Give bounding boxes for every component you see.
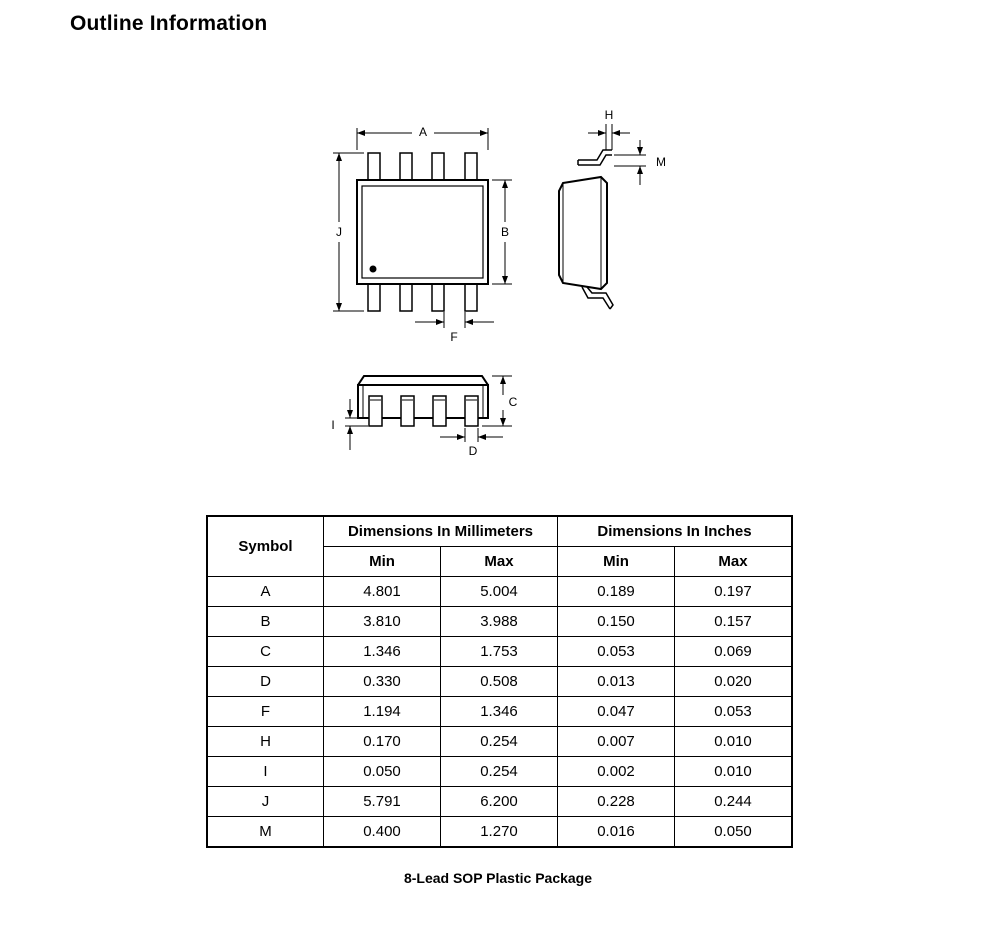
cell-mm-max: 1.753 (440, 636, 558, 667)
cell-mm-min: 3.810 (323, 606, 441, 637)
front-pin (464, 395, 479, 427)
in-max-header: Max (674, 546, 793, 577)
cell-symbol: F (206, 696, 324, 727)
front-view (345, 375, 512, 450)
cell-mm-min: 0.330 (323, 666, 441, 697)
dim-label-a: A (419, 125, 427, 139)
inches-header: Dimensions In Inches (557, 515, 793, 547)
page-title: Outline Information (70, 12, 268, 35)
top-pin (399, 152, 413, 182)
cell-in-max: 0.010 (674, 726, 793, 757)
cell-symbol: A (206, 576, 324, 607)
cell-mm-max: 5.004 (440, 576, 558, 607)
package-caption: 8-Lead SOP Plastic Package (403, 870, 593, 886)
package-body (356, 179, 489, 285)
dim-label-h: H (605, 108, 614, 122)
symbol-header: Symbol (206, 515, 324, 577)
cell-mm-max: 0.254 (440, 756, 558, 787)
cell-in-min: 0.007 (557, 726, 675, 757)
cell-mm-min: 1.346 (323, 636, 441, 667)
side-view (558, 124, 646, 310)
cell-in-max: 0.050 (674, 816, 793, 848)
cell-in-max: 0.069 (674, 636, 793, 667)
cell-symbol: M (206, 816, 324, 848)
cell-in-max: 0.053 (674, 696, 793, 727)
cell-symbol: B (206, 606, 324, 637)
top-pin (431, 152, 445, 182)
table-header-row: Symbol Dimensions In Millimeters Dimensi… (206, 515, 793, 577)
side-body (558, 175, 608, 291)
dimensions-table: Symbol Dimensions In Millimeters Dimensi… (206, 515, 793, 848)
bottom-pin (464, 282, 478, 312)
top-view (333, 128, 512, 328)
bottom-pin (399, 282, 413, 312)
front-pin (368, 395, 383, 427)
pin1-dot-icon (369, 265, 377, 273)
cell-symbol: C (206, 636, 324, 667)
cell-mm-min: 4.801 (323, 576, 441, 607)
cell-in-max: 0.010 (674, 756, 793, 787)
dim-label-f: F (450, 330, 457, 344)
cell-in-min: 0.228 (557, 786, 675, 817)
bottom-pin (367, 282, 381, 312)
cell-mm-min: 1.194 (323, 696, 441, 727)
cell-in-max: 0.244 (674, 786, 793, 817)
cell-mm-max: 6.200 (440, 786, 558, 817)
cell-in-min: 0.047 (557, 696, 675, 727)
dim-label-c: C (509, 395, 518, 409)
cell-in-min: 0.150 (557, 606, 675, 637)
dim-label-d: D (469, 444, 478, 458)
cell-in-min: 0.016 (557, 816, 675, 848)
cell-in-min: 0.013 (557, 666, 675, 697)
cell-in-min: 0.053 (557, 636, 675, 667)
cell-in-max: 0.197 (674, 576, 793, 607)
top-pin (367, 152, 381, 182)
cell-mm-min: 5.791 (323, 786, 441, 817)
table-subheader-row: Min Max Min Max (207, 546, 793, 577)
dim-label-m: M (656, 155, 666, 169)
cell-in-max: 0.157 (674, 606, 793, 637)
cell-mm-min: 0.170 (323, 726, 441, 757)
cell-in-min: 0.002 (557, 756, 675, 787)
front-pin (432, 395, 447, 427)
cell-mm-min: 0.050 (323, 756, 441, 787)
dim-label-b: B (501, 225, 509, 239)
cell-symbol: H (206, 726, 324, 757)
cell-mm-max: 3.988 (440, 606, 558, 637)
bottom-pin (431, 282, 445, 312)
cell-in-max: 0.020 (674, 666, 793, 697)
mm-max-header: Max (440, 546, 558, 577)
in-min-header: Min (557, 546, 675, 577)
cell-symbol: D (206, 666, 324, 697)
front-pin (400, 395, 415, 427)
cell-mm-max: 0.254 (440, 726, 558, 757)
cell-in-min: 0.189 (557, 576, 675, 607)
cell-mm-min: 0.400 (323, 816, 441, 848)
dim-label-j: J (336, 225, 342, 239)
mm-header: Dimensions In Millimeters (323, 515, 558, 547)
cell-mm-max: 0.508 (440, 666, 558, 697)
cell-mm-max: 1.270 (440, 816, 558, 848)
top-pin (464, 152, 478, 182)
dim-label-i: I (331, 418, 334, 432)
mm-min-header: Min (323, 546, 441, 577)
cell-mm-max: 1.346 (440, 696, 558, 727)
package-body-inner (361, 185, 484, 279)
cell-symbol: J (206, 786, 324, 817)
cell-symbol: I (206, 756, 324, 787)
